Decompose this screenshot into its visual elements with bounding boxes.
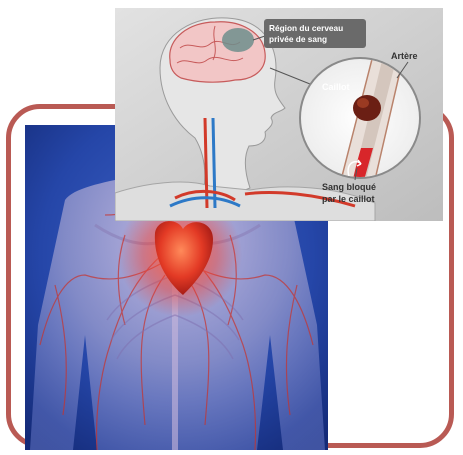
artery-label: Artère bbox=[391, 51, 418, 61]
affected-brain-region bbox=[222, 28, 254, 52]
blocked-blood-label-line1: Sang bloqué bbox=[322, 182, 376, 192]
brain bbox=[170, 22, 265, 82]
blocked-blood-label-line2: par le caillot bbox=[322, 194, 375, 204]
region-label-line2: privée de sang bbox=[269, 34, 327, 44]
region-label-line1: Région du cerveau bbox=[269, 23, 343, 33]
clot-label: Caillot bbox=[322, 82, 350, 92]
blood-clot bbox=[353, 95, 381, 121]
